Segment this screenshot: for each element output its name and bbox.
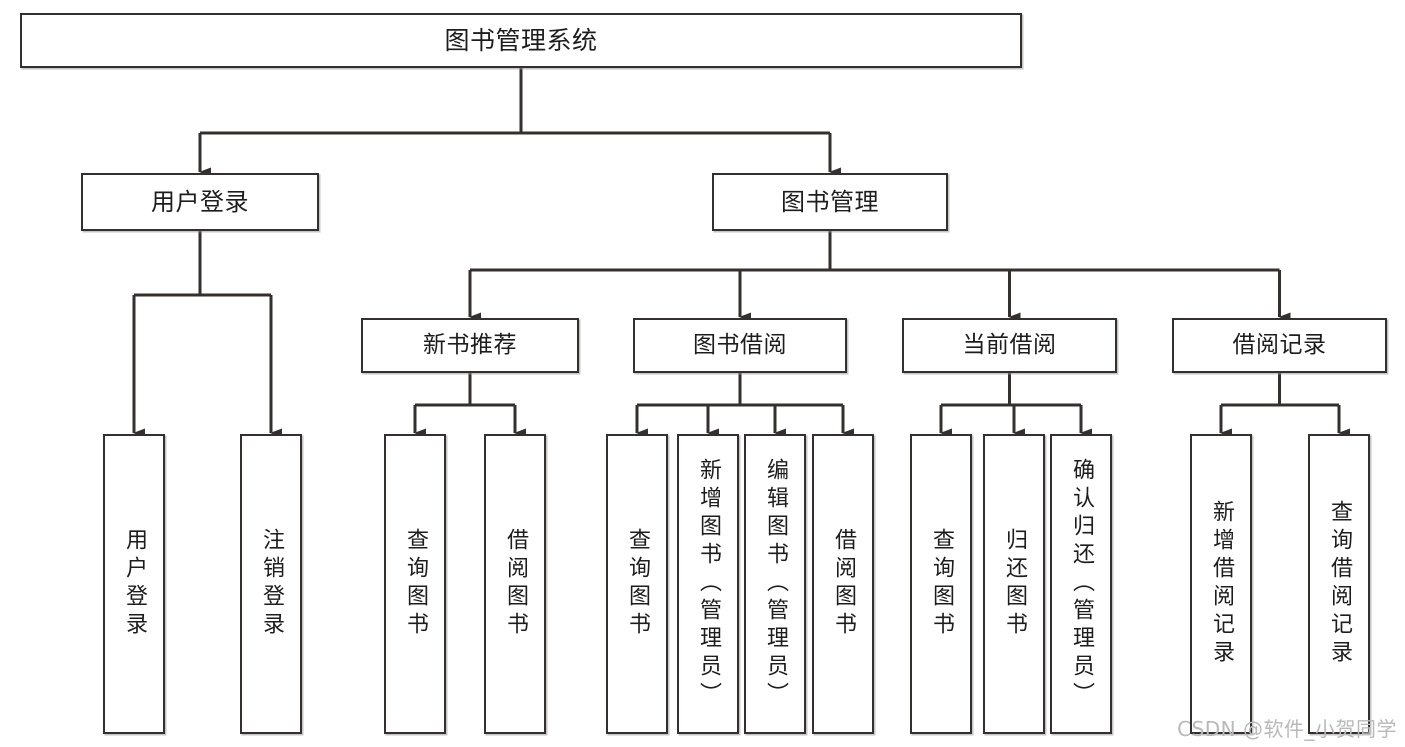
node-leaf-add-record[interactable]: 新增借阅记录 — [1190, 434, 1252, 734]
node-label-leaf-return-book: 归还图书 — [1001, 528, 1027, 640]
csdn-watermark: CSDN @软件_小贺同学 — [1177, 717, 1397, 741]
node-label-book-manage: 图书管理 — [781, 187, 879, 216]
node-label-leaf-borrow-book-1: 借阅图书 — [502, 528, 528, 640]
node-user-login[interactable]: 用户登录 — [81, 173, 319, 231]
node-leaf-confirm-return[interactable]: 确认归还（管理员） — [1050, 434, 1112, 734]
node-label-leaf-add-record: 新增借阅记录 — [1208, 500, 1234, 668]
node-label-leaf-user-login: 用户登录 — [121, 528, 147, 640]
node-label-book-borrow: 图书借阅 — [693, 331, 787, 358]
node-leaf-query-book-3[interactable]: 查询图书 — [910, 434, 972, 734]
node-new-book-rec[interactable]: 新书推荐 — [361, 318, 579, 373]
node-label-leaf-add-book: 新增图书（管理员） — [695, 458, 721, 710]
node-label-root: 图书管理系统 — [444, 25, 598, 55]
node-book-manage[interactable]: 图书管理 — [712, 173, 948, 231]
node-leaf-return-book[interactable]: 归还图书 — [983, 434, 1045, 734]
node-root[interactable]: 图书管理系统 — [20, 13, 1022, 68]
node-label-new-book-rec: 新书推荐 — [423, 331, 517, 358]
node-leaf-query-record[interactable]: 查询借阅记录 — [1308, 434, 1370, 734]
node-label-leaf-borrow-book-2: 借阅图书 — [830, 528, 856, 640]
node-label-leaf-user-logout: 注销登录 — [258, 528, 284, 640]
node-label-leaf-confirm-return: 确认归还（管理员） — [1068, 458, 1094, 710]
node-label-current-borrow: 当前借阅 — [962, 331, 1057, 358]
node-leaf-query-book-2[interactable]: 查询图书 — [606, 434, 668, 734]
node-book-borrow[interactable]: 图书借阅 — [633, 318, 847, 373]
node-leaf-user-login[interactable]: 用户登录 — [103, 434, 165, 734]
node-label-leaf-query-book-2: 查询图书 — [624, 528, 650, 640]
node-leaf-borrow-book-2[interactable]: 借阅图书 — [812, 434, 874, 734]
node-leaf-user-logout[interactable]: 注销登录 — [240, 434, 302, 734]
node-leaf-edit-book[interactable]: 编辑图书（管理员） — [744, 434, 806, 734]
node-leaf-query-book-1[interactable]: 查询图书 — [384, 434, 446, 734]
node-label-leaf-query-record: 查询借阅记录 — [1326, 500, 1352, 668]
node-label-borrow-record: 借阅记录 — [1232, 331, 1327, 358]
node-borrow-record[interactable]: 借阅记录 — [1172, 318, 1387, 373]
node-label-leaf-query-book-3: 查询图书 — [928, 528, 954, 640]
node-label-leaf-query-book-1: 查询图书 — [402, 528, 428, 640]
node-leaf-borrow-book-1[interactable]: 借阅图书 — [484, 434, 546, 734]
connector-lines — [132, 68, 1350, 438]
node-current-borrow[interactable]: 当前借阅 — [902, 318, 1117, 373]
node-label-user-login: 用户登录 — [151, 187, 249, 216]
node-label-leaf-edit-book: 编辑图书（管理员） — [762, 458, 788, 710]
node-leaf-add-book[interactable]: 新增图书（管理员） — [677, 434, 739, 734]
